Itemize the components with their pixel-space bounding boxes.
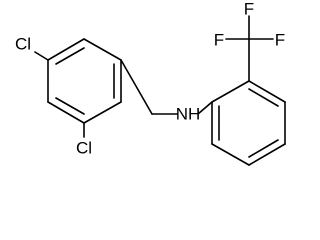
n-aryl-bond xyxy=(197,101,213,115)
ring-a-bond xyxy=(47,38,85,61)
dichlorophenyl-ring xyxy=(47,38,122,124)
cl-top-bond xyxy=(34,51,49,61)
ring-b-bond xyxy=(248,143,286,166)
ring-b-bond xyxy=(211,143,250,166)
fluorine-left-label: F xyxy=(214,31,224,50)
fluorine-top-label: F xyxy=(244,0,254,19)
ring-b-double-bond xyxy=(248,139,279,158)
structure-canvas: Cl Cl NH F F F xyxy=(15,0,286,166)
ring-a-double-bond xyxy=(55,97,85,115)
chemical-structure-diagram: Cl Cl NH F F F xyxy=(15,0,286,166)
chlorine-bottom-label: Cl xyxy=(76,139,92,158)
ring-b-bond xyxy=(211,80,250,103)
nitrogen-label: NH xyxy=(176,105,201,124)
trifluoromethylphenyl-ring xyxy=(211,80,286,166)
ring-a-bond xyxy=(83,101,122,124)
ring-b-double-bond xyxy=(248,88,279,107)
ring-b-bond xyxy=(248,80,286,103)
ring-a-bond xyxy=(47,101,85,124)
chlorine-top-label: Cl xyxy=(15,35,31,54)
benzyl-bond xyxy=(120,59,153,115)
ring-a-double-bond xyxy=(55,47,85,65)
ring-a-bond xyxy=(83,38,122,61)
fluorine-right-label: F xyxy=(275,31,285,50)
